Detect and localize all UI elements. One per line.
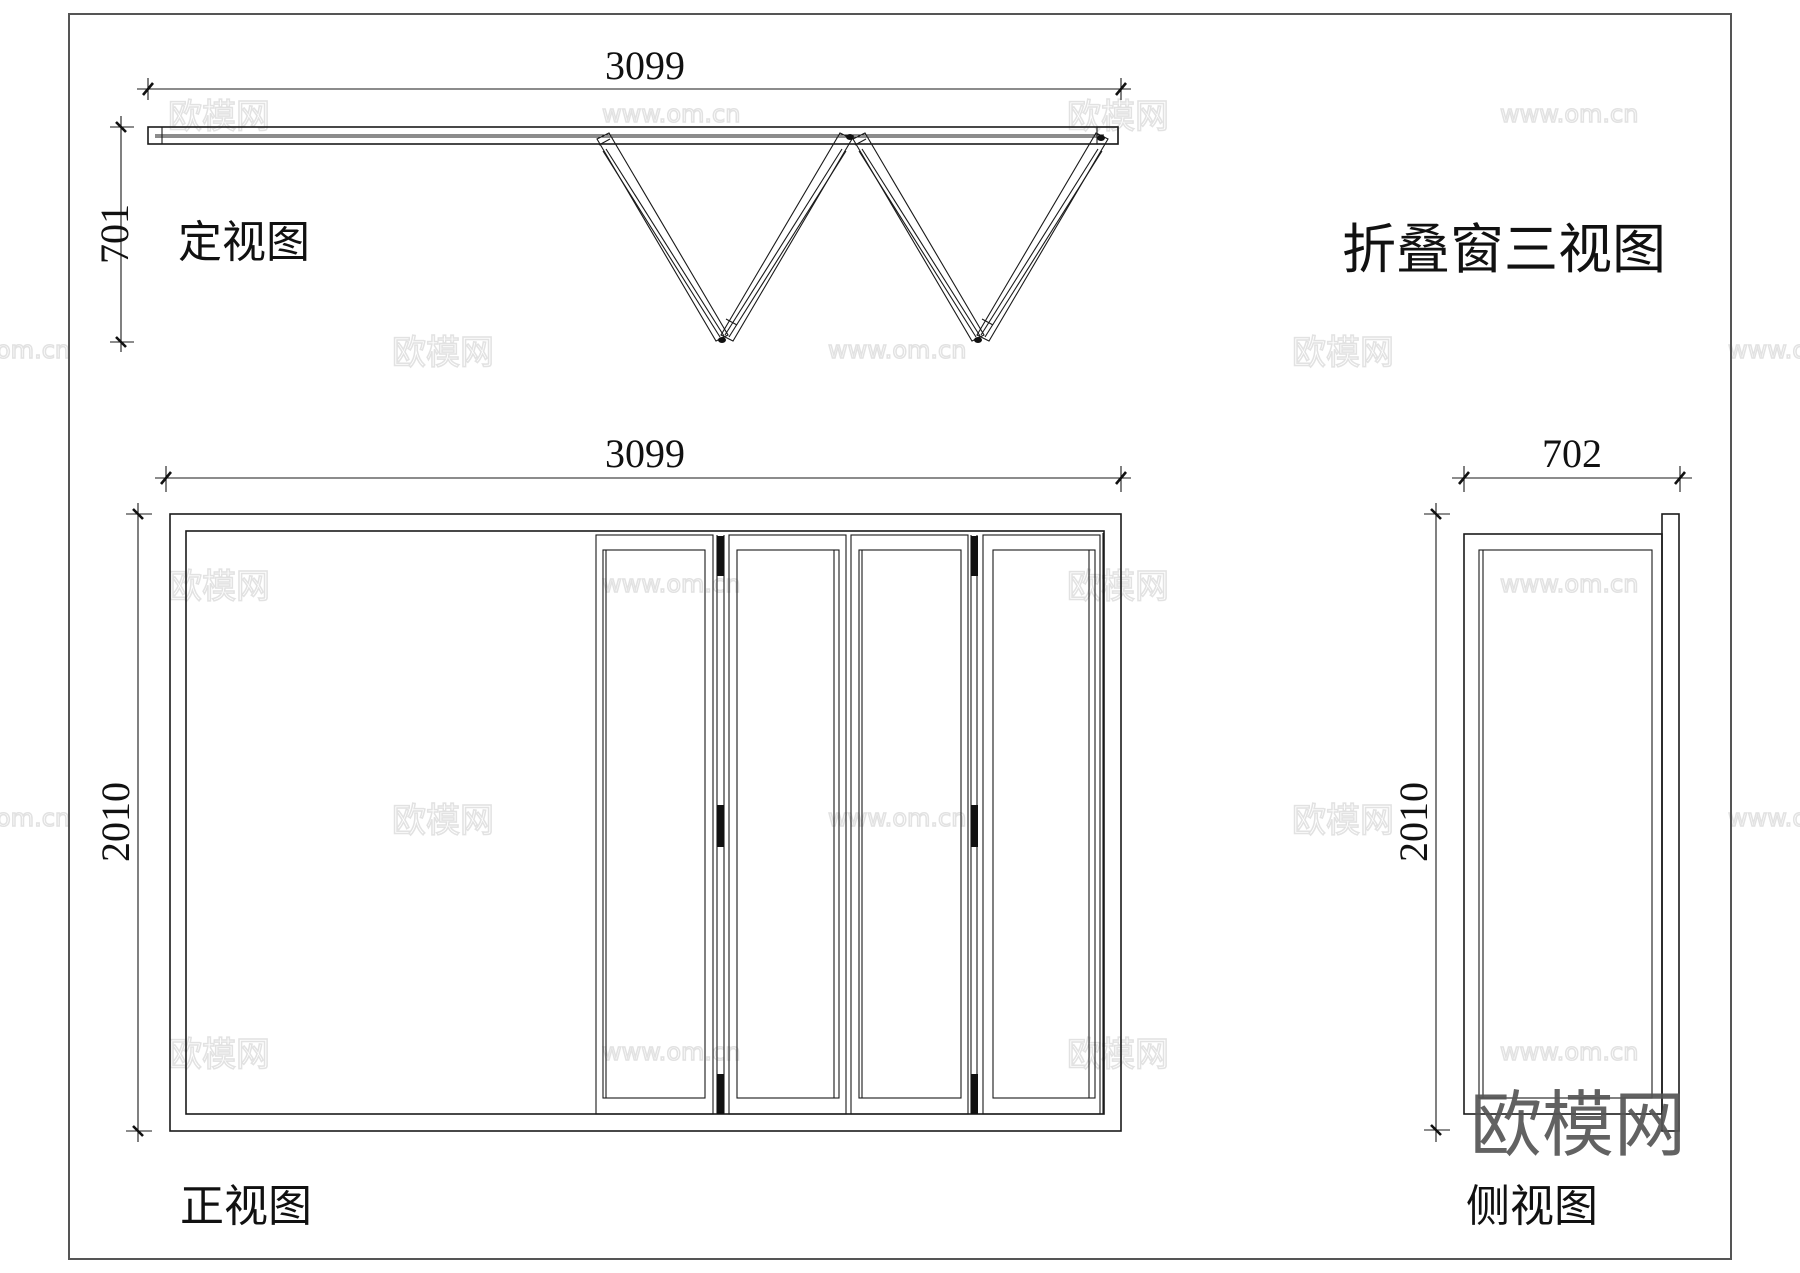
watermark-url: om.cn <box>0 804 70 832</box>
hinge-icon <box>717 805 724 847</box>
hinge-icon <box>971 805 978 847</box>
watermark-url: www.om.cn <box>1500 100 1638 128</box>
watermark-brand: 欧模网 <box>1067 567 1169 607</box>
watermark-url: www.om.cn <box>1728 336 1800 364</box>
watermark-url: www.om.cn <box>1500 570 1638 598</box>
front-height-dimension: 2010 <box>93 503 152 1142</box>
panel-4 <box>982 534 1101 1115</box>
watermark-brand: 欧模网 <box>1067 1035 1169 1075</box>
watermark-brand-large: 欧模网 <box>1470 1083 1686 1167</box>
top-width-dimension: 3099 <box>137 43 1131 100</box>
folded-panels <box>596 132 1109 343</box>
top-depth-value: 701 <box>92 204 137 264</box>
watermark-brand: 欧模网 <box>168 567 270 607</box>
watermark-url: www.om.cn <box>602 1038 740 1066</box>
side-view: 702 2010 欧模网 侧视图 <box>1391 431 1692 1232</box>
hinge-icon <box>971 536 978 576</box>
side-width-dimension: 702 <box>1452 431 1692 492</box>
hinge-icon <box>974 337 982 343</box>
hinge-icon <box>846 134 854 140</box>
top-width-value: 3099 <box>605 43 685 88</box>
top-depth-dimension: 701 <box>92 116 137 352</box>
watermark-brand: 欧模网 <box>1292 333 1394 373</box>
top-view-label: 定视图 <box>178 217 310 268</box>
hinge-icon <box>718 337 726 343</box>
front-height-value: 2010 <box>93 782 138 862</box>
side-view-label: 侧视图 <box>1466 1181 1598 1232</box>
drawing-border <box>68 13 1732 1260</box>
watermark-url: www.om.cn <box>828 336 966 364</box>
watermark-url: www.om.cn <box>1500 1038 1638 1066</box>
panel-3 <box>850 534 969 1115</box>
watermark-layer: 欧模网 www.om.cn 欧模网 www.om.cn om.cn 欧模网 ww… <box>0 96 1800 1076</box>
side-rail <box>1661 513 1680 1132</box>
hinge-icon <box>717 536 724 576</box>
hinge-icon <box>1097 135 1105 141</box>
front-view-label: 正视图 <box>180 1181 312 1232</box>
watermark-brand: 欧模网 <box>168 97 270 137</box>
outer-frame <box>169 513 1122 1132</box>
drawing-title: 折叠窗三视图 <box>1342 218 1666 281</box>
watermark-brand: 欧模网 <box>392 333 494 373</box>
watermark-url: www.om.cn <box>1728 804 1800 832</box>
watermark-url: om.cn <box>0 336 70 364</box>
hinge-icon <box>971 1074 978 1114</box>
side-height-dimension: 2010 <box>1391 503 1450 1142</box>
panel-2 <box>728 534 847 1115</box>
side-frame <box>1463 533 1663 1115</box>
watermark-brand: 欧模网 <box>392 801 494 841</box>
window-panels <box>595 533 1104 1115</box>
watermark-url: www.om.cn <box>828 804 966 832</box>
side-width-value: 702 <box>1542 431 1602 476</box>
side-height-value: 2010 <box>1391 782 1436 862</box>
top-view: 3099 701 <box>92 43 1131 352</box>
watermark-brand: 欧模网 <box>1292 801 1394 841</box>
front-width-value: 3099 <box>605 431 685 476</box>
hinge-icon <box>717 1074 724 1114</box>
front-width-dimension: 3099 <box>155 431 1131 492</box>
panel-1 <box>595 534 714 1115</box>
watermark-url: www.om.cn <box>602 100 740 128</box>
watermark-brand: 欧模网 <box>168 1035 270 1075</box>
front-view: 3099 2010 <box>93 431 1131 1232</box>
